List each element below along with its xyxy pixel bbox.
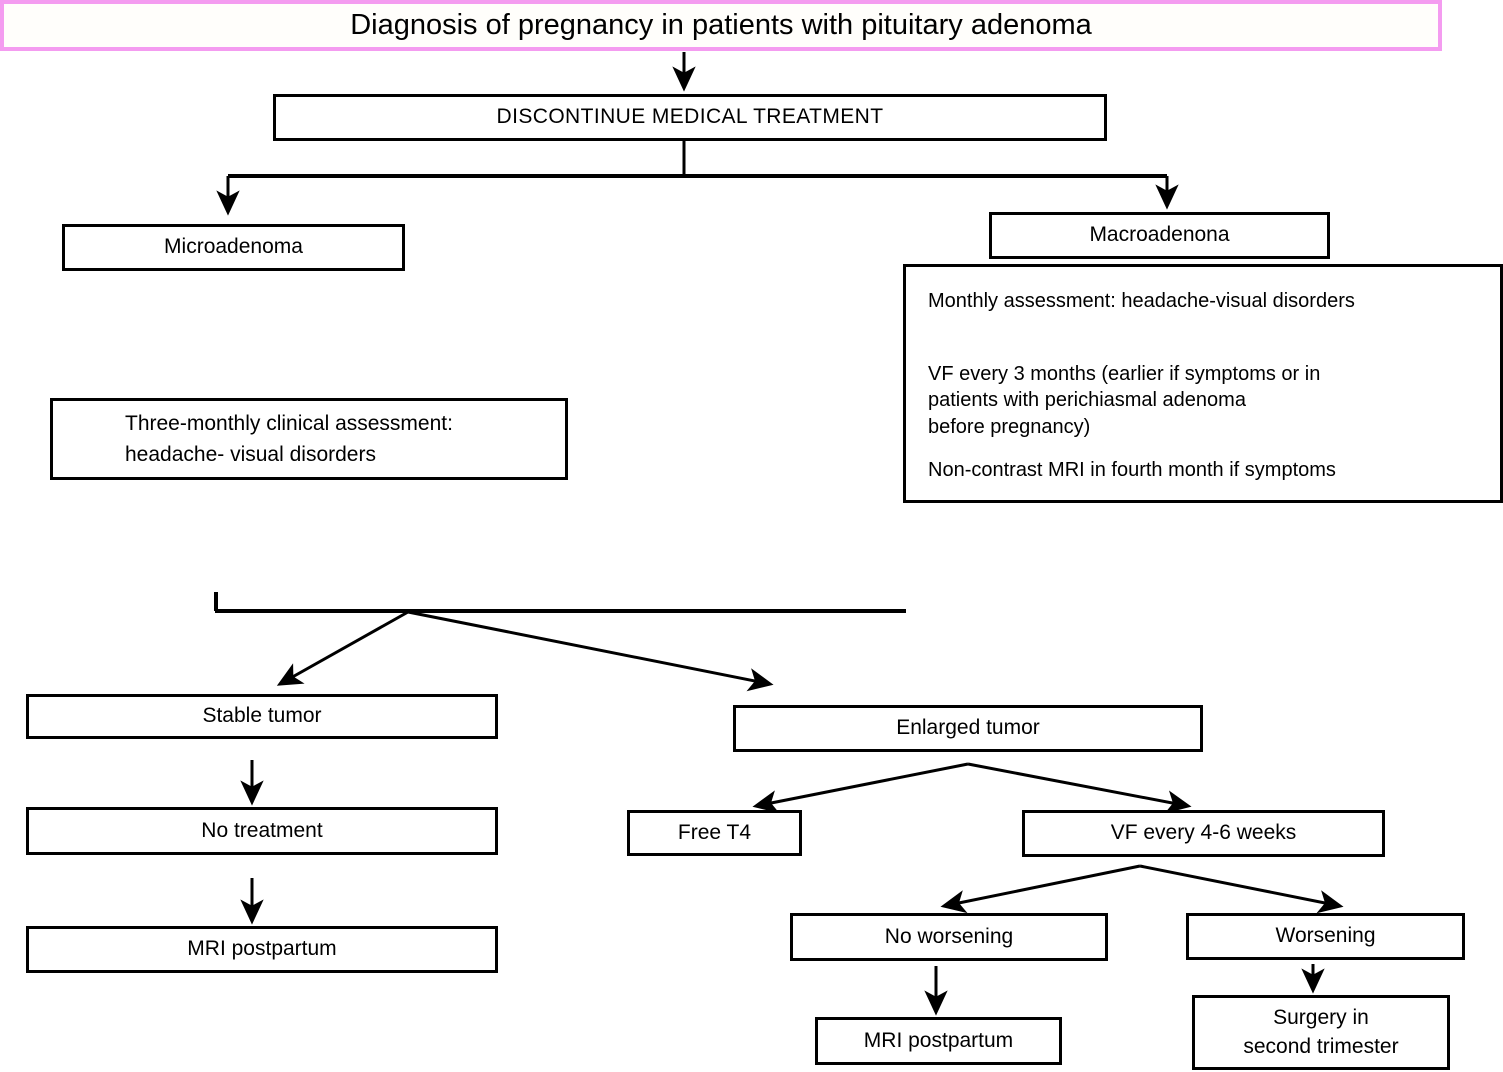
edge-vf-to-no-worsening — [940, 864, 1141, 914]
node-stable-tumor[interactable]: Stable tumor — [26, 694, 498, 739]
node-macroadenoma-followup[interactable]: Monthly assessment: headache-visual diso… — [903, 264, 1503, 503]
node-mri-postpartum-right[interactable]: MRI postpartum — [815, 1017, 1062, 1065]
page-title: Diagnosis of pregnancy in patients with … — [0, 0, 1442, 51]
edge-enlarged-to-free-t4 — [752, 762, 969, 814]
node-free-t4[interactable]: Free T4 — [627, 810, 802, 856]
node-microadenoma-followup[interactable]: Three-monthly clinical assessment: heada… — [50, 398, 568, 480]
node-discontinue-medical-treatment[interactable]: DISCONTINUE MEDICAL TREATMENT — [273, 94, 1107, 141]
macro-followup-line-3: Non-contrast MRI in fourth month if symp… — [928, 459, 1336, 482]
node-macroadenona[interactable]: Macroadenona — [989, 212, 1330, 259]
edge-enlarged-to-vf — [967, 762, 1192, 814]
node-no-worsening[interactable]: No worsening — [790, 913, 1108, 961]
node-no-treatment[interactable]: No treatment — [26, 807, 498, 855]
macro-followup-line-1: Monthly assessment: headache-visual diso… — [928, 290, 1355, 312]
node-mri-postpartum-left[interactable]: MRI postpartum — [26, 926, 498, 973]
edge-vf-to-worsening — [1139, 864, 1344, 914]
edge-mid-to-stable-tumor — [276, 610, 409, 686]
node-microadenoma[interactable]: Microadenoma — [62, 224, 405, 271]
node-surgery-second-trimester[interactable]: Surgery in second trimester — [1192, 995, 1450, 1070]
macro-followup-line-2: VF every 3 months (earlier if symptoms o… — [928, 362, 1321, 438]
edge-mid-to-enlarged-tumor — [407, 610, 774, 692]
node-enlarged-tumor[interactable]: Enlarged tumor — [733, 705, 1203, 752]
node-worsening[interactable]: Worsening — [1186, 913, 1465, 960]
node-vf-every-4-6-weeks[interactable]: VF every 4-6 weeks — [1022, 810, 1385, 857]
